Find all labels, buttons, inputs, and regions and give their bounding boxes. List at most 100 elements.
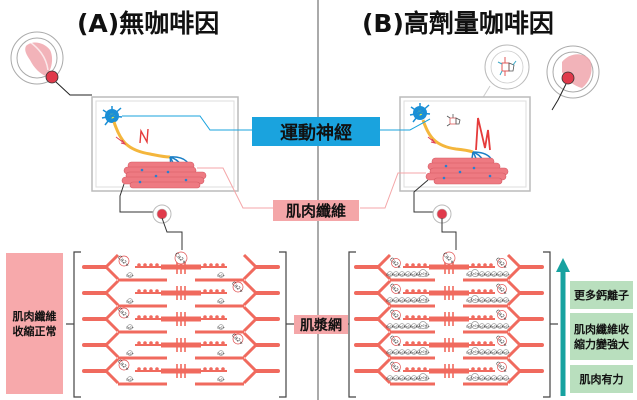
svg-text:Ca2+: Ca2+ — [490, 324, 499, 328]
z-branch — [376, 317, 392, 333]
svg-text:Ca2+: Ca2+ — [388, 257, 402, 271]
calcium-ion: Ca2+ — [392, 349, 401, 355]
svg-text:Ca2+: Ca2+ — [496, 376, 505, 380]
myosin-head — [143, 341, 147, 345]
svg-text:Ca2+: Ca2+ — [410, 324, 419, 328]
svg-text:Ca2+: Ca2+ — [398, 350, 407, 354]
myosin-head — [221, 341, 225, 345]
z-branch — [376, 253, 392, 269]
z-branch — [506, 265, 522, 281]
svg-text:Ca2+: Ca2+ — [116, 359, 130, 373]
z-branch — [242, 253, 258, 269]
z-branch — [506, 305, 522, 321]
calcium-ion: Ca2+ — [494, 283, 508, 297]
myosin-head — [143, 367, 147, 371]
calcium-ion: Ca2+ — [490, 297, 499, 303]
svg-text:Ca2+: Ca2+ — [410, 298, 419, 302]
sarcomere-group-left: Ca2+Ca2+Ca2+Ca2+Ca2+Ca2+Ca2+Ca2+Ca2+Ca2+… — [82, 251, 280, 386]
calcium-ion: Ca2+ — [419, 373, 428, 381]
svg-text:Ca2+: Ca2+ — [478, 324, 487, 328]
myosin-head — [137, 341, 141, 345]
calcium-ion: Ca2+ — [386, 297, 395, 303]
myosin-head — [155, 341, 159, 345]
calcium-ion: Ca2+ — [410, 271, 419, 277]
calcium-ion: Ca2+ — [126, 324, 135, 330]
calcium-ion: Ca2+ — [502, 323, 511, 329]
myosin-head — [143, 315, 147, 319]
myosin-head — [221, 289, 225, 293]
z-branch — [242, 369, 258, 385]
svg-text:Ca2+: Ca2+ — [392, 298, 401, 302]
calcium-ion: Ca2+ — [126, 350, 135, 356]
calcium-ion: Ca2+ — [398, 375, 407, 381]
zoom-connector-right — [413, 179, 457, 250]
svg-text:Ca2+: Ca2+ — [419, 297, 428, 301]
svg-text:Ca2+: Ca2+ — [471, 297, 480, 301]
calcium-ion: Ca2+ — [173, 251, 188, 266]
myosin-head — [417, 263, 421, 267]
muscle-fiber-label: 肌肉纖維 — [273, 200, 359, 221]
fiber-connector-left — [197, 167, 273, 209]
z-branch — [104, 291, 120, 307]
calcium-ion: Ca2+ — [496, 323, 505, 329]
z-branch — [104, 253, 120, 269]
svg-text:Ca2+: Ca2+ — [398, 298, 407, 302]
calcium-ion: Ca2+ — [490, 271, 499, 277]
z-branch — [506, 331, 522, 347]
calcium-ion: Ca2+ — [398, 271, 407, 277]
svg-text:Ca2+: Ca2+ — [404, 324, 413, 328]
calcium-ion: Ca2+ — [126, 272, 135, 278]
calcium-ion: Ca2+ — [471, 295, 480, 303]
left-outcome-line2: 收縮正常 — [12, 324, 57, 338]
outcome-muscle-strength: 肌肉有力 — [570, 365, 633, 393]
calcium-ion: Ca2+ — [496, 375, 505, 381]
muscle-bundle-right — [425, 157, 509, 185]
svg-text:Ca2+: Ca2+ — [388, 335, 402, 349]
myosin-head — [155, 263, 159, 267]
calcium-ion: Ca2+ — [484, 297, 493, 303]
svg-text:Ca2+: Ca2+ — [484, 298, 493, 302]
z-branch — [506, 357, 522, 373]
myosin-head — [215, 263, 219, 267]
myosin-head — [471, 367, 475, 371]
z-branch — [376, 279, 392, 295]
calcium-ion: Ca2+ — [471, 347, 480, 355]
myosin-head — [411, 315, 415, 319]
myosin-head — [215, 367, 219, 371]
svg-text:Ca2+: Ca2+ — [484, 324, 493, 328]
myosin-head — [203, 263, 207, 267]
calcium-ion: Ca2+ — [388, 335, 402, 349]
svg-text:Ca2+: Ca2+ — [392, 324, 401, 328]
myosin-head — [215, 289, 219, 293]
svg-text:Ca2+: Ca2+ — [471, 375, 480, 379]
myosin-head — [477, 367, 481, 371]
calcium-ion: Ca2+ — [398, 349, 407, 355]
calcium-ion: Ca2+ — [217, 350, 226, 356]
z-branch — [104, 305, 120, 321]
svg-text:Ca2+: Ca2+ — [230, 333, 244, 347]
calcium-ion: Ca2+ — [404, 375, 413, 381]
myosin-head — [423, 263, 427, 267]
nerve-connector-left — [122, 115, 258, 131]
svg-text:Ca2+: Ca2+ — [471, 323, 480, 327]
svg-text:Ca2+: Ca2+ — [126, 273, 135, 277]
z-branch — [506, 253, 522, 269]
svg-text:Ca2+: Ca2+ — [496, 298, 505, 302]
myosin-head — [405, 263, 409, 267]
myosin-head — [143, 289, 147, 293]
svg-text:Ca2+: Ca2+ — [466, 324, 475, 328]
myosin-head — [405, 315, 409, 319]
muscle-magnifier-left — [10, 31, 92, 96]
calcium-ion: Ca2+ — [386, 375, 395, 381]
myosin-head — [471, 341, 475, 345]
calcium-ion: Ca2+ — [478, 375, 487, 381]
svg-text:Ca2+: Ca2+ — [398, 376, 407, 380]
svg-text:Ca2+: Ca2+ — [388, 283, 402, 297]
svg-text:Ca2+: Ca2+ — [116, 307, 130, 321]
svg-text:Ca2+: Ca2+ — [410, 350, 419, 354]
outcome-stronger-contraction-line2: 縮力變強大 — [574, 337, 629, 351]
svg-text:Ca2+: Ca2+ — [490, 298, 499, 302]
myosin-head — [209, 263, 213, 267]
calcium-ion: Ca2+ — [419, 295, 428, 303]
